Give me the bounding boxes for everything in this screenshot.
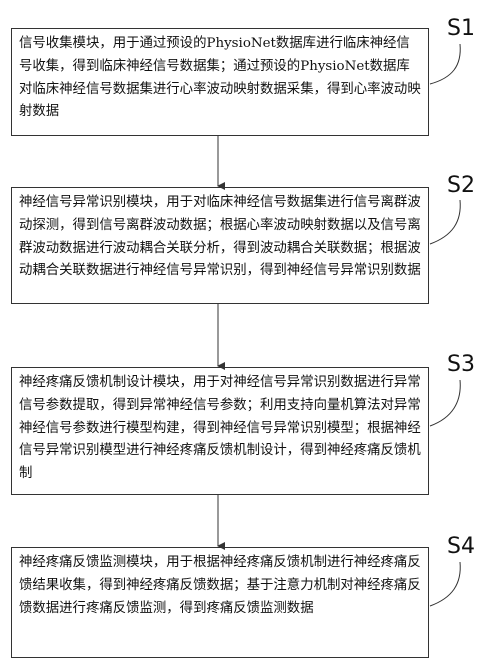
step-label-s2: S2 <box>447 173 475 198</box>
callout-s4 <box>429 561 461 607</box>
callout-s3 <box>429 379 461 427</box>
step-box-s3: 神经疼痛反馈机制设计模块，用于对神经信号异常识别数据进行异常信号参数提取，得到异… <box>11 367 429 495</box>
callout-s1 <box>429 43 461 85</box>
step-text-s1: 信号收集模块，用于通过预设的PhysioNet数据库进行临床神经信号收集，得到临… <box>19 36 421 120</box>
step-label-s3: S3 <box>447 352 475 377</box>
step-text-s3: 神经疼痛反馈机制设计模块，用于对神经信号异常识别数据进行异常信号参数提取，得到异… <box>19 375 421 482</box>
step-box-s1: 信号收集模块，用于通过预设的PhysioNet数据库进行临床神经信号收集，得到临… <box>11 28 429 136</box>
step-label-s1: S1 <box>447 16 475 41</box>
callout-s2 <box>429 199 461 245</box>
step-box-s2: 神经信号异常识别模块，用于对临床神经信号数据集进行信号离群波动探测，得到信号离群… <box>11 187 429 304</box>
step-text-s2: 神经信号异常识别模块，用于对临床神经信号数据集进行信号离群波动探测，得到信号离群… <box>19 195 421 279</box>
step-label-s4: S4 <box>447 534 475 559</box>
step-text-s4: 神经疼痛反馈监测模块，用于根据神经疼痛反馈机制进行神经疼痛反馈结果收集，得到神经… <box>19 555 421 616</box>
